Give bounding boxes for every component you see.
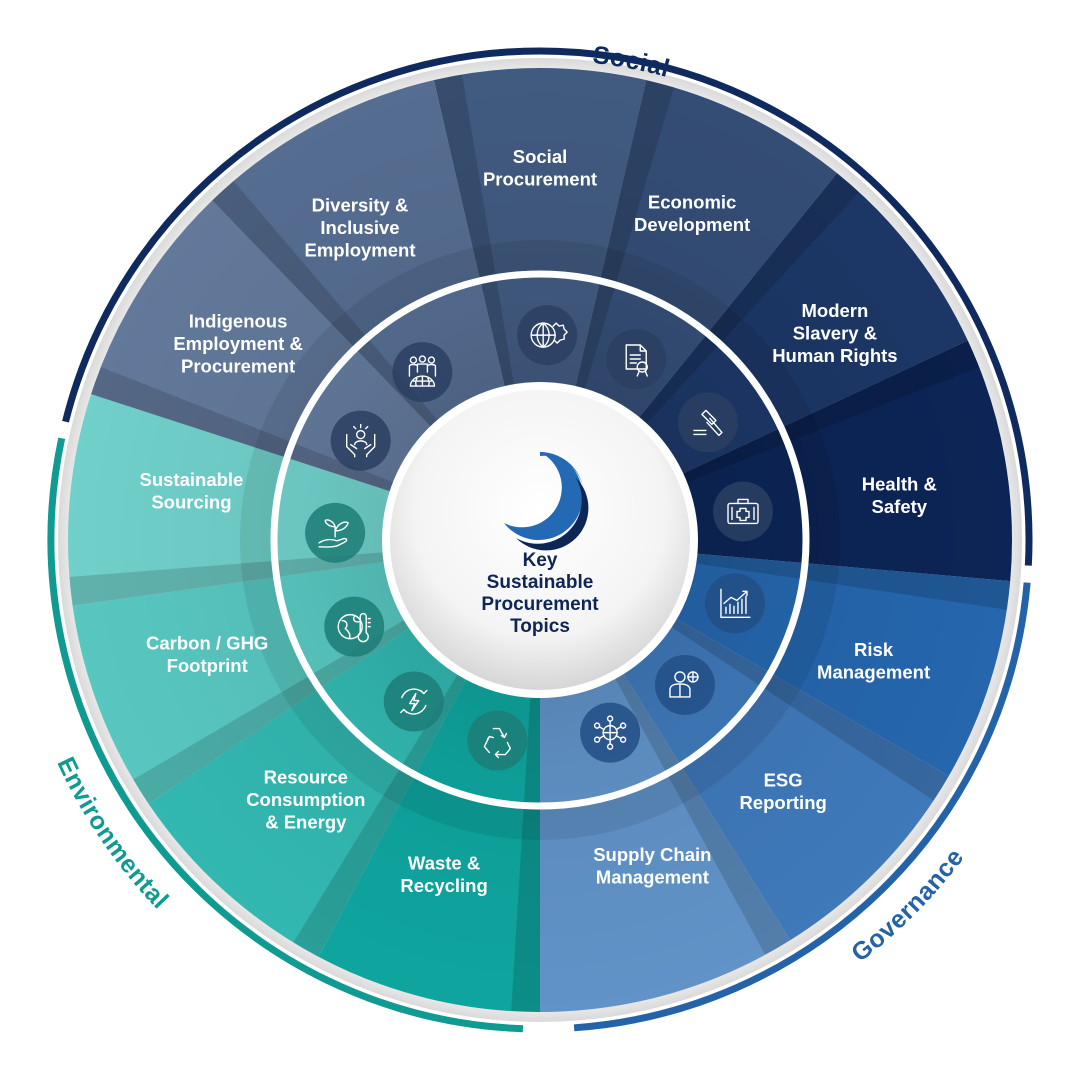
segment-label-line: Procurement bbox=[483, 168, 597, 189]
segment-label-line: Reporting bbox=[739, 792, 826, 813]
segment-label-line: Indigenous bbox=[189, 310, 288, 331]
white-divider-ring bbox=[270, 270, 810, 810]
category-arcs bbox=[47, 47, 1033, 1033]
segment-label-line: Carbon / GHG bbox=[146, 632, 268, 653]
segment-label-line: Management bbox=[596, 866, 709, 887]
inner-band bbox=[240, 240, 840, 840]
segment-label-line: Sustainable bbox=[140, 469, 244, 490]
center-title-line: Procurement bbox=[481, 594, 599, 615]
segment-label-line: Development bbox=[634, 214, 750, 235]
segment-label-line: Footprint bbox=[167, 655, 248, 676]
hands-person-icon bbox=[330, 410, 391, 471]
segment-label-line: Resource bbox=[264, 767, 348, 788]
segment-label-line: Inclusive bbox=[320, 217, 399, 238]
segment-label-line: Social bbox=[513, 146, 568, 167]
segment-label-line: Human Rights bbox=[772, 345, 897, 366]
icon-circle bbox=[713, 481, 774, 542]
segment-label: Health &Safety bbox=[862, 474, 937, 518]
globe-thermometer-icon bbox=[324, 596, 385, 657]
icon-circle bbox=[324, 596, 385, 657]
globe-thermometer-icon-glyph bbox=[337, 613, 371, 643]
globe-gear-icon-glyph bbox=[530, 322, 568, 348]
growth-chart-icon bbox=[704, 573, 765, 634]
gavel-icon-glyph bbox=[693, 409, 723, 437]
category-arc-social bbox=[62, 47, 1033, 566]
globe-gear-icon bbox=[517, 305, 578, 366]
segment-label-line: Safety bbox=[872, 496, 928, 517]
crescent-ring-logo bbox=[504, 452, 589, 551]
growth-chart-icon-glyph bbox=[720, 588, 751, 619]
network-globe-icon-glyph bbox=[593, 715, 627, 750]
center-title-line: Topics bbox=[510, 616, 570, 637]
icon-circle bbox=[677, 392, 738, 453]
plant-hand-icon-glyph bbox=[318, 519, 349, 548]
center-title-line: Sustainable bbox=[487, 572, 594, 593]
segment-label-line: Supply Chain bbox=[593, 844, 711, 865]
certificate-icon bbox=[606, 328, 667, 389]
category-arc-environmental bbox=[47, 437, 524, 1033]
segment-label-line: Consumption bbox=[246, 789, 365, 810]
person-globe-icon bbox=[654, 654, 715, 715]
center-title: Key Sustainable Procurement Topics bbox=[481, 550, 599, 637]
segment-label-line: Sourcing bbox=[151, 491, 231, 512]
network-globe-icon bbox=[580, 702, 641, 763]
icon-circle bbox=[467, 710, 528, 771]
renewable-energy-icon-glyph bbox=[400, 688, 428, 715]
segment-label-line: Waste & bbox=[408, 852, 480, 873]
icon-circle bbox=[383, 671, 444, 732]
segment-label-line: Recycling bbox=[400, 875, 487, 896]
segment-label: Waste &Recycling bbox=[400, 852, 487, 896]
icon-circle bbox=[704, 573, 765, 634]
icon-circle bbox=[392, 342, 453, 403]
segment-label-line: & Energy bbox=[265, 812, 347, 833]
category-arc-governance bbox=[573, 582, 1031, 1032]
first-aid-kit-icon bbox=[713, 481, 774, 542]
segment-label-line: Management bbox=[817, 662, 930, 683]
recycle-icon-glyph bbox=[483, 727, 512, 759]
segment-label-line: Procurement bbox=[181, 355, 295, 376]
segment-label-line: Employment bbox=[304, 240, 415, 261]
people-globe-icon bbox=[392, 342, 453, 403]
center-title-line: Key bbox=[523, 550, 558, 571]
segment-label-line: ESG bbox=[764, 770, 803, 791]
people-globe-icon-glyph bbox=[408, 355, 437, 387]
segment-label-line: Slavery & bbox=[793, 323, 877, 344]
first-aid-kit-icon-glyph bbox=[727, 498, 759, 525]
segment-label-line: Health & bbox=[862, 474, 937, 495]
segment-label-line: Modern bbox=[801, 300, 868, 321]
hands-person-icon-glyph bbox=[346, 423, 376, 458]
certificate-icon-glyph bbox=[625, 344, 648, 377]
segment-label-line: Diversity & bbox=[312, 195, 409, 216]
person-globe-icon-glyph bbox=[669, 671, 699, 698]
segment-icons bbox=[305, 305, 774, 771]
renewable-energy-icon bbox=[383, 671, 444, 732]
segment-label-line: Employment & bbox=[173, 333, 303, 354]
plant-hand-icon bbox=[305, 502, 366, 563]
gavel-icon bbox=[677, 392, 738, 453]
recycle-icon bbox=[467, 710, 528, 771]
segment-label-line: Risk bbox=[854, 639, 894, 660]
segment-label-line: Economic bbox=[648, 191, 736, 212]
center-circle bbox=[390, 390, 690, 690]
